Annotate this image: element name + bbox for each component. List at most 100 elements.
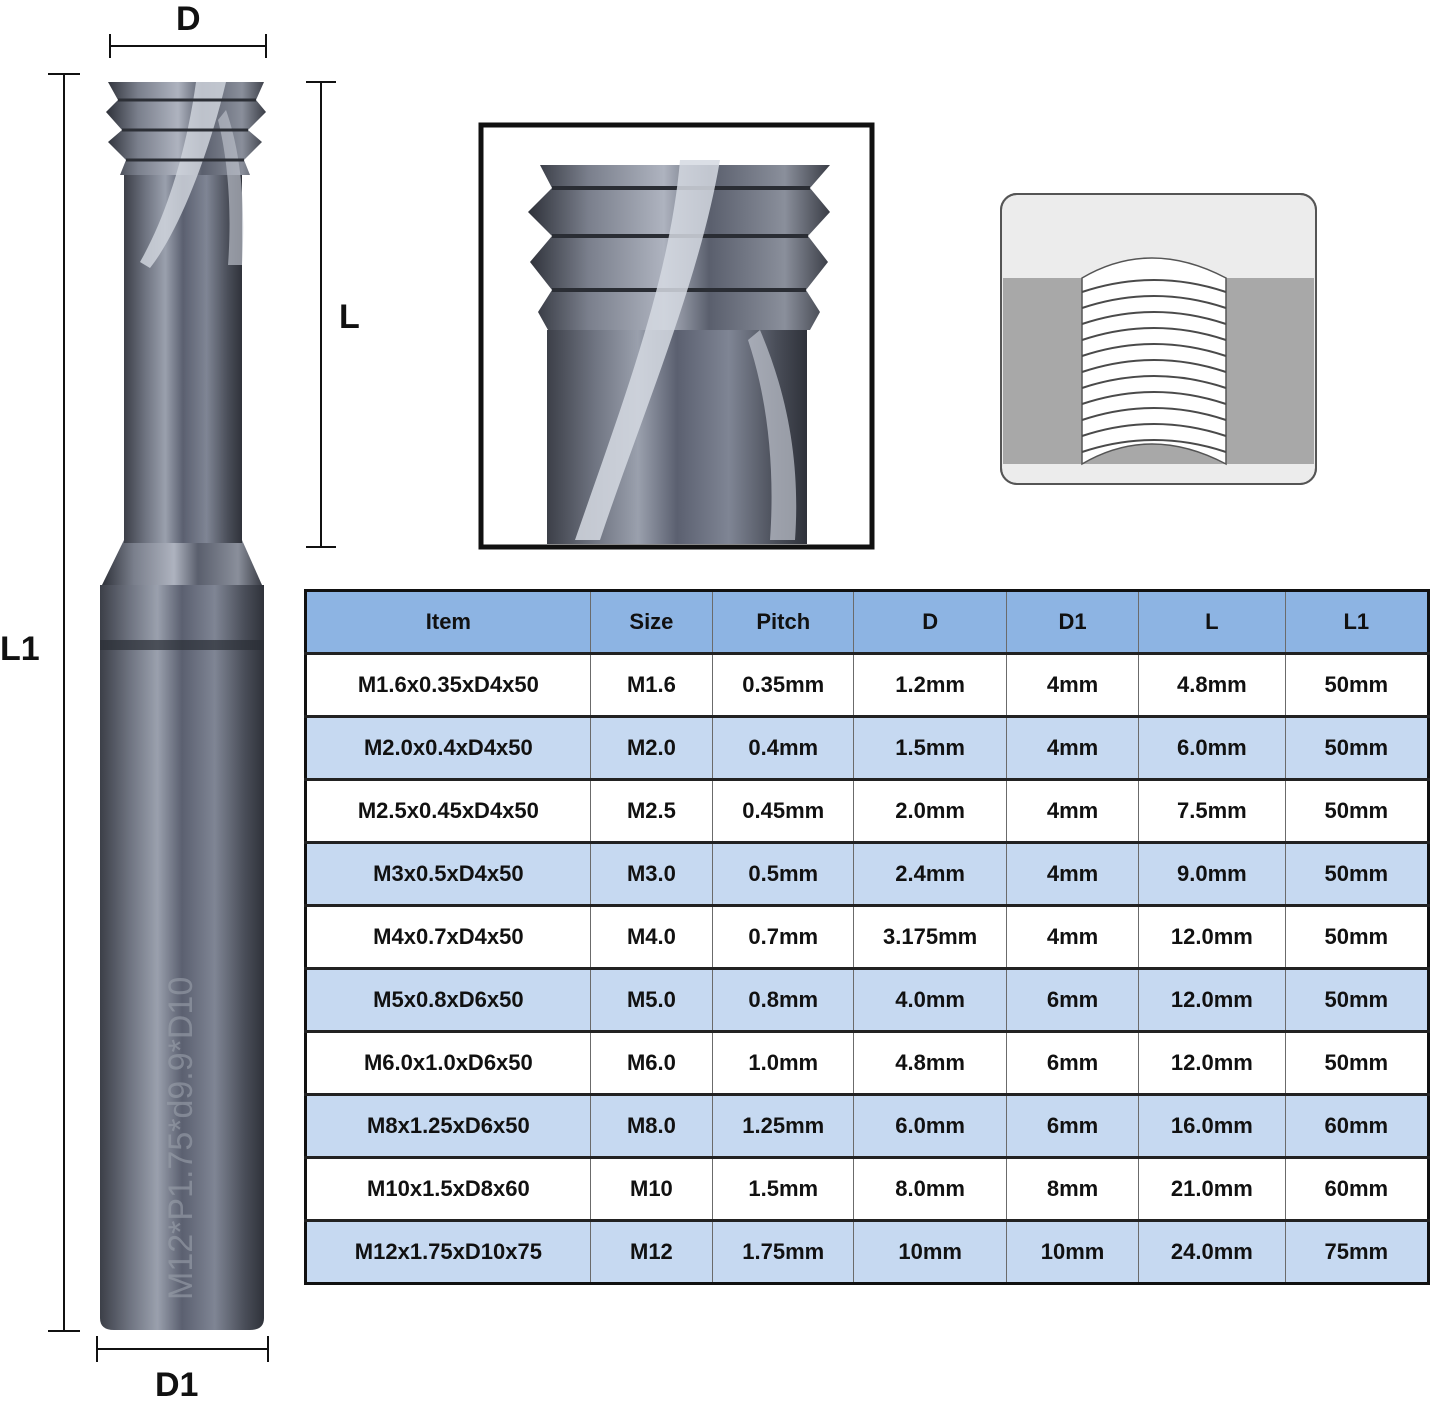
table-cell: 7.5mm bbox=[1138, 778, 1286, 843]
table-cell: 50mm bbox=[1284, 904, 1430, 969]
table-cell: 50mm bbox=[1284, 967, 1430, 1032]
table-cell: 12.0mm bbox=[1138, 967, 1286, 1032]
table-cell: 12.0mm bbox=[1138, 1030, 1286, 1095]
zoomed-head-view bbox=[478, 122, 875, 550]
table-cell: 2.0mm bbox=[853, 778, 1007, 843]
table-cell: 1.2mm bbox=[853, 652, 1007, 717]
table-cell: 0.8mm bbox=[712, 967, 855, 1032]
table-cell: 0.5mm bbox=[712, 841, 855, 906]
table-cell: M6.0x1.0xD6x50 bbox=[305, 1030, 591, 1095]
table-cell: 1.5mm bbox=[853, 715, 1007, 780]
threaded-hole-section bbox=[1000, 193, 1317, 485]
table-cell: 60mm bbox=[1284, 1093, 1430, 1158]
dimension-lines bbox=[48, 34, 336, 1362]
table-cell: 8.0mm bbox=[853, 1156, 1007, 1221]
table-cell: M2.0x0.4xD4x50 bbox=[305, 715, 591, 780]
table-cell: M1.6x0.35xD4x50 bbox=[305, 652, 591, 717]
table-cell: 0.7mm bbox=[712, 904, 855, 969]
table-cell: M4.0 bbox=[589, 904, 714, 969]
table-cell: M3.0 bbox=[589, 841, 714, 906]
table-cell: M4x0.7xD4x50 bbox=[305, 904, 591, 969]
table-cell: 16.0mm bbox=[1138, 1093, 1286, 1158]
table-cell: M5x0.8xD6x50 bbox=[305, 967, 591, 1032]
dim-label-d1: D1 bbox=[155, 1366, 199, 1404]
table-cell: 50mm bbox=[1284, 1030, 1430, 1095]
column-header: Pitch bbox=[712, 590, 855, 655]
table-cell: M1.6 bbox=[589, 652, 714, 717]
table-cell: 0.4mm bbox=[712, 715, 855, 780]
table-cell: 1.5mm bbox=[712, 1156, 855, 1221]
table-cell: 2.4mm bbox=[853, 841, 1007, 906]
table-cell: 4mm bbox=[1005, 904, 1140, 969]
table-cell: M2.5x0.45xD4x50 bbox=[305, 778, 591, 843]
table-cell: 1.75mm bbox=[712, 1219, 855, 1284]
table-cell: 4.0mm bbox=[853, 967, 1007, 1032]
table-cell: 0.35mm bbox=[712, 652, 855, 717]
table-cell: 0.45mm bbox=[712, 778, 855, 843]
table-cell: M12x1.75xD10x75 bbox=[305, 1219, 591, 1284]
table-cell: M6.0 bbox=[589, 1030, 714, 1095]
table-cell: M8.0 bbox=[589, 1093, 714, 1158]
dim-label-d: D bbox=[176, 0, 201, 38]
table-cell: M10 bbox=[589, 1156, 714, 1221]
table-cell: 50mm bbox=[1284, 778, 1430, 843]
dim-label-l1: L1 bbox=[0, 630, 40, 668]
table-cell: 1.0mm bbox=[712, 1030, 855, 1095]
table-cell: 24.0mm bbox=[1138, 1219, 1286, 1284]
column-header: Size bbox=[589, 590, 714, 655]
table-cell: 4mm bbox=[1005, 652, 1140, 717]
table-cell: 50mm bbox=[1284, 652, 1430, 717]
table-cell: M10x1.5xD8x60 bbox=[305, 1156, 591, 1221]
shank-marking: M12*P1.75*d9.9*D10 bbox=[162, 977, 200, 1300]
column-header: L bbox=[1138, 590, 1286, 655]
table-cell: 3.175mm bbox=[853, 904, 1007, 969]
table-cell: 8mm bbox=[1005, 1156, 1140, 1221]
table-cell: 50mm bbox=[1284, 715, 1430, 780]
table-cell: 9.0mm bbox=[1138, 841, 1286, 906]
column-header: L1 bbox=[1284, 590, 1430, 655]
table-cell: M5.0 bbox=[589, 967, 714, 1032]
table-cell: 6.0mm bbox=[1138, 715, 1286, 780]
table-cell: M3x0.5xD4x50 bbox=[305, 841, 591, 906]
table-cell: 4mm bbox=[1005, 841, 1140, 906]
table-cell: 6mm bbox=[1005, 1030, 1140, 1095]
table-cell: 6mm bbox=[1005, 1093, 1140, 1158]
table-cell: M8x1.25xD6x50 bbox=[305, 1093, 591, 1158]
column-header: D1 bbox=[1005, 590, 1140, 655]
table-cell: M2.0 bbox=[589, 715, 714, 780]
table-cell: 75mm bbox=[1284, 1219, 1430, 1284]
table-cell: 10mm bbox=[1005, 1219, 1140, 1284]
thread-mill-tool: M12*P1.75*d9.9*D10 bbox=[100, 82, 266, 1330]
table-cell: 21.0mm bbox=[1138, 1156, 1286, 1221]
table-cell: 6mm bbox=[1005, 967, 1140, 1032]
table-cell: 6.0mm bbox=[853, 1093, 1007, 1158]
table-cell: 4mm bbox=[1005, 715, 1140, 780]
table-cell: 1.25mm bbox=[712, 1093, 855, 1158]
column-header: Item bbox=[305, 590, 591, 655]
dim-label-l: L bbox=[339, 298, 360, 336]
table-cell: 50mm bbox=[1284, 841, 1430, 906]
table-cell: M12 bbox=[589, 1219, 714, 1284]
table-cell: 4mm bbox=[1005, 778, 1140, 843]
table-cell: 60mm bbox=[1284, 1156, 1430, 1221]
table-cell: 4.8mm bbox=[853, 1030, 1007, 1095]
table-cell: M2.5 bbox=[589, 778, 714, 843]
column-header: D bbox=[853, 590, 1007, 655]
table-cell: 10mm bbox=[853, 1219, 1007, 1284]
table-cell: 4.8mm bbox=[1138, 652, 1286, 717]
table-cell: 12.0mm bbox=[1138, 904, 1286, 969]
